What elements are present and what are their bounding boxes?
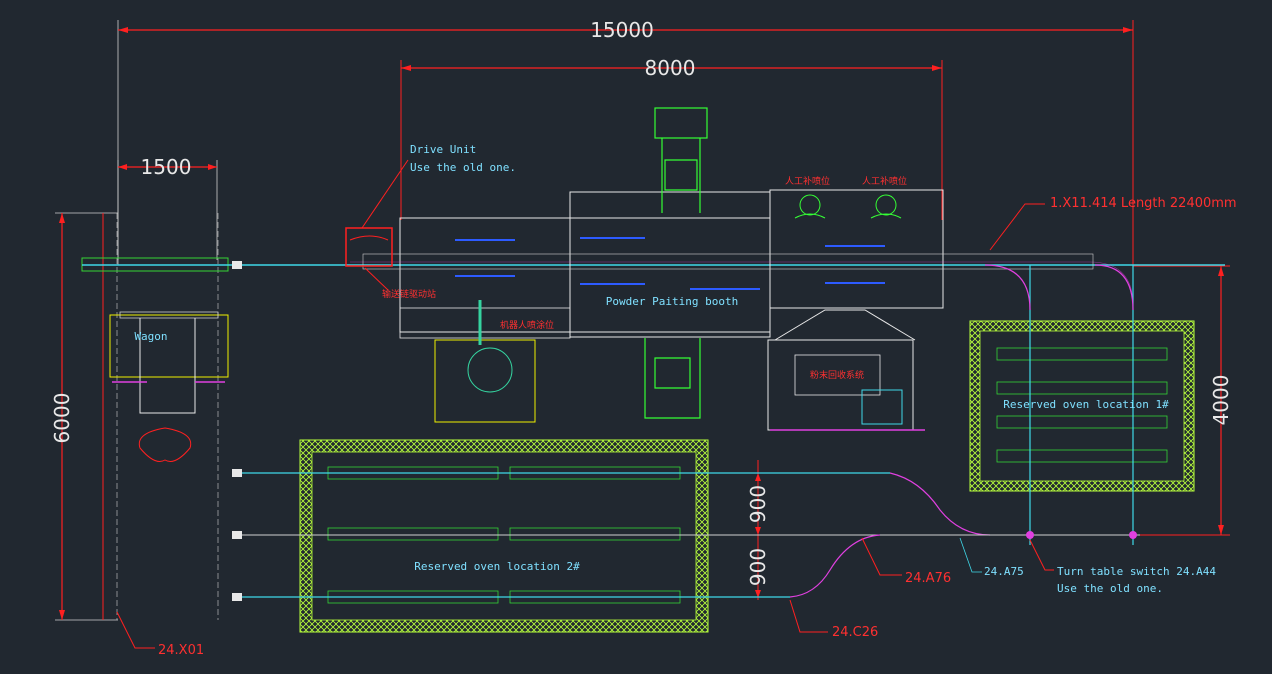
lower-conveyors bbox=[232, 261, 1140, 601]
code-c26: 24.C26 bbox=[832, 625, 878, 640]
drive-unit-line1: Drive Unit bbox=[410, 143, 476, 156]
dim-height-left-text: 6000 bbox=[50, 393, 74, 444]
dim-overall-text: 15000 bbox=[590, 18, 654, 42]
wagon: Wagon bbox=[109, 311, 229, 462]
powder-recovery: 粉末回收系统 bbox=[767, 309, 925, 431]
robot-station: 机器人喷涂位 bbox=[434, 300, 554, 423]
dimension-height-left: 6000 bbox=[50, 212, 118, 621]
code-a75: 24.A75 bbox=[984, 565, 1024, 578]
oven-location-2: Reserved oven location 2# bbox=[299, 439, 709, 633]
dimension-booth: 8000 bbox=[400, 56, 943, 220]
drive-unit: Drive Unit Use the old one. 输送链驱动站 bbox=[345, 143, 516, 300]
dim-booth-text: 8000 bbox=[645, 56, 696, 80]
cn-recovery-label: 粉末回收系统 bbox=[810, 369, 864, 381]
drive-unit-line2: Use the old one. bbox=[410, 161, 516, 174]
dimension-left-offset: 1500 bbox=[117, 155, 218, 260]
chain-length-label: 1.X11.414 Length 22400mm bbox=[1050, 196, 1237, 211]
oven-1-label: Reserved oven location 1# bbox=[1003, 398, 1169, 411]
spray-guns bbox=[455, 237, 885, 290]
dim-height-right-text: 4000 bbox=[1209, 375, 1233, 426]
code-a76: 24.A76 bbox=[905, 571, 951, 586]
turntable-line2: Use the old one. bbox=[1057, 582, 1163, 595]
cn-drive-label: 输送链驱动站 bbox=[382, 288, 436, 300]
turntable-line1: Turn table switch 24.A44 bbox=[1057, 565, 1216, 578]
booth-label: Powder Paiting booth bbox=[606, 295, 738, 308]
cn-manual-1: 人工补喷位 bbox=[785, 175, 830, 187]
manual-stations: 人工补喷位 人工补喷位 bbox=[785, 175, 907, 219]
cn-robot-label: 机器人喷涂位 bbox=[500, 319, 554, 331]
dim-gap-top-text: 900 bbox=[746, 485, 770, 523]
bottom-spray-machine bbox=[644, 338, 701, 419]
oven-2-label: Reserved oven location 2# bbox=[414, 560, 580, 573]
code-x01: 24.X01 bbox=[158, 643, 204, 658]
dim-gap-bottom-text: 900 bbox=[746, 548, 770, 586]
left-column bbox=[81, 213, 1225, 620]
dim-left-text: 1500 bbox=[141, 155, 192, 179]
cn-manual-2: 人工补喷位 bbox=[862, 175, 907, 187]
dimension-gaps: 900 900 bbox=[746, 460, 770, 600]
powder-booth: Powder Paiting booth bbox=[350, 189, 1134, 535]
dimension-overall: 15000 bbox=[117, 18, 1134, 265]
dimension-height-right: 4000 bbox=[1133, 265, 1233, 536]
oven-location-1: Reserved oven location 1# bbox=[969, 264, 1195, 545]
top-spray-machine bbox=[654, 107, 708, 213]
wagon-label: Wagon bbox=[134, 330, 167, 343]
